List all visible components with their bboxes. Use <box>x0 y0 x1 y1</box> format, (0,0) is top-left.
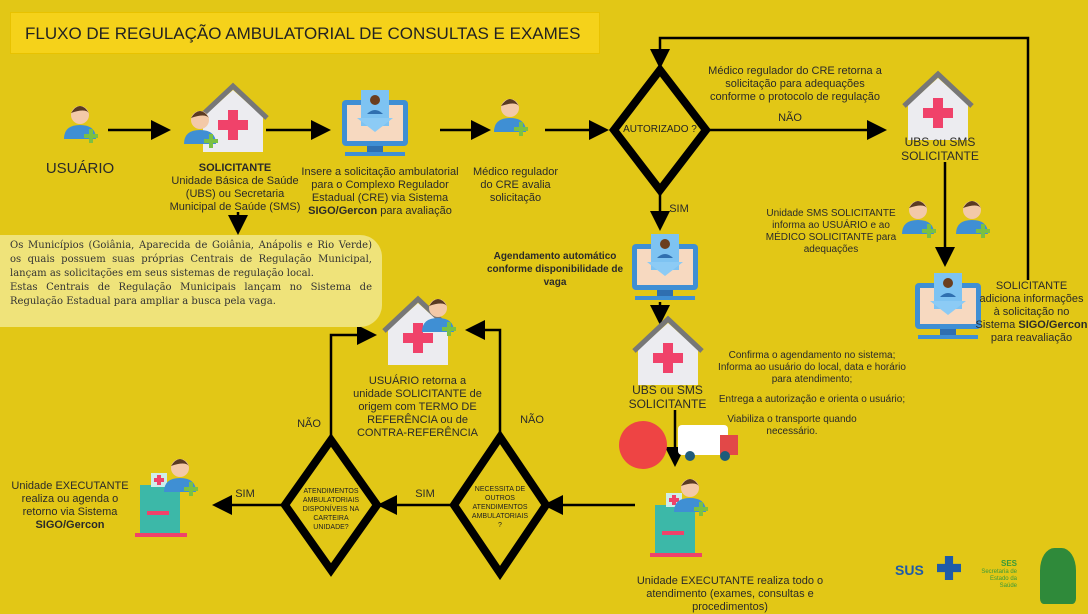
necessita-decision: NECESSITA DE OUTROS ATENDIMENTOS AMBULAT… <box>471 486 529 529</box>
ubs-sms-solicitante-top: UBS ou SMS SOLICITANTE <box>901 135 979 163</box>
agendamento-text: Agendamento automático conforme disponib… <box>486 251 624 288</box>
goias-coat-of-arms-icon <box>1040 548 1076 604</box>
nao-label-2: NÃO <box>297 418 321 430</box>
page-title: FLUXO DE REGULAÇÃO AMBULATORIAL DE CONSU… <box>10 12 600 54</box>
bullet-3: Entrega a autorização e orienta o usuári… <box>718 394 906 405</box>
ses-logo: SES <box>1000 559 1017 568</box>
note-p1: Os Municípios (Goiânia, Aparecida de Goi… <box>10 240 372 279</box>
decision-diamonds <box>280 63 712 581</box>
atendimentos-decision: ATENDIMENTOS AMBULATORIAIS DISPONÍVEIS N… <box>302 488 360 531</box>
informa-text: Unidade SMS SOLICITANTE informa ao USUÁR… <box>765 208 897 255</box>
sus-logo: SUS <box>895 562 924 578</box>
sim-label-3: SIM <box>235 488 255 500</box>
solicitante-desc: Unidade Básica de Saúde (UBS) ou Secreta… <box>169 175 301 213</box>
nao-label: NÃO <box>778 112 802 124</box>
usuario-label: USUÁRIO <box>45 160 115 177</box>
ses-subtitle: Secretaria de Estado da Saúde <box>981 569 1017 589</box>
municipios-note: Os Municípios (Goiânia, Aparecida de Goi… <box>0 235 382 327</box>
bullet-1: Confirma o agendamento no sistema; <box>728 350 896 361</box>
medico-avalia-text: Médico regulador do CRE avalia solicitaç… <box>473 166 558 204</box>
executante-retorno-system: SIGO/Gercon <box>35 519 105 531</box>
adiciona-text: SOLICITANTE adiciona informações à solic… <box>975 280 1084 331</box>
insere-text: Insere a solicitação ambulatorial para o… <box>301 166 459 204</box>
adiciona-system: SIGO/Gercon <box>1018 319 1088 331</box>
sim-label-2: SIM <box>415 488 435 500</box>
adiciona-suffix: para reavaliação <box>990 332 1073 344</box>
bullet-2: Informa ao usuário do local, data e horá… <box>718 362 906 385</box>
nao-label-3: NÃO <box>520 414 544 426</box>
solicitante-title: SOLICITANTE <box>198 162 272 174</box>
ubs-sms-solicitante-mid: UBS ou SMS SOLICITANTE <box>628 383 707 411</box>
bullet-4: Viabiliza o transporte quando necessário… <box>727 414 857 437</box>
usuario-retorna-text: USUÁRIO retorna a unidade SOLICITANTE de… <box>353 375 482 439</box>
note-p2: Estas Centrais de Regulação Municipais l… <box>10 282 372 307</box>
executante-retorno-text: Unidade EXECUTANTE realiza ou agenda o r… <box>11 480 129 518</box>
insere-system: SIGO/Gercon <box>308 205 378 217</box>
executante-todo-text: Unidade EXECUTANTE realiza todo o atendi… <box>636 575 824 613</box>
retorna-text: Médico regulador do CRE retorna a solici… <box>708 65 882 103</box>
actions-list: Confirma o agendamento no sistema; Infor… <box>712 350 912 438</box>
autorizado-decision: AUTORIZADO ? <box>623 124 697 135</box>
insere-suffix: para avaliação <box>377 205 452 217</box>
sim-label: SIM <box>669 203 689 215</box>
